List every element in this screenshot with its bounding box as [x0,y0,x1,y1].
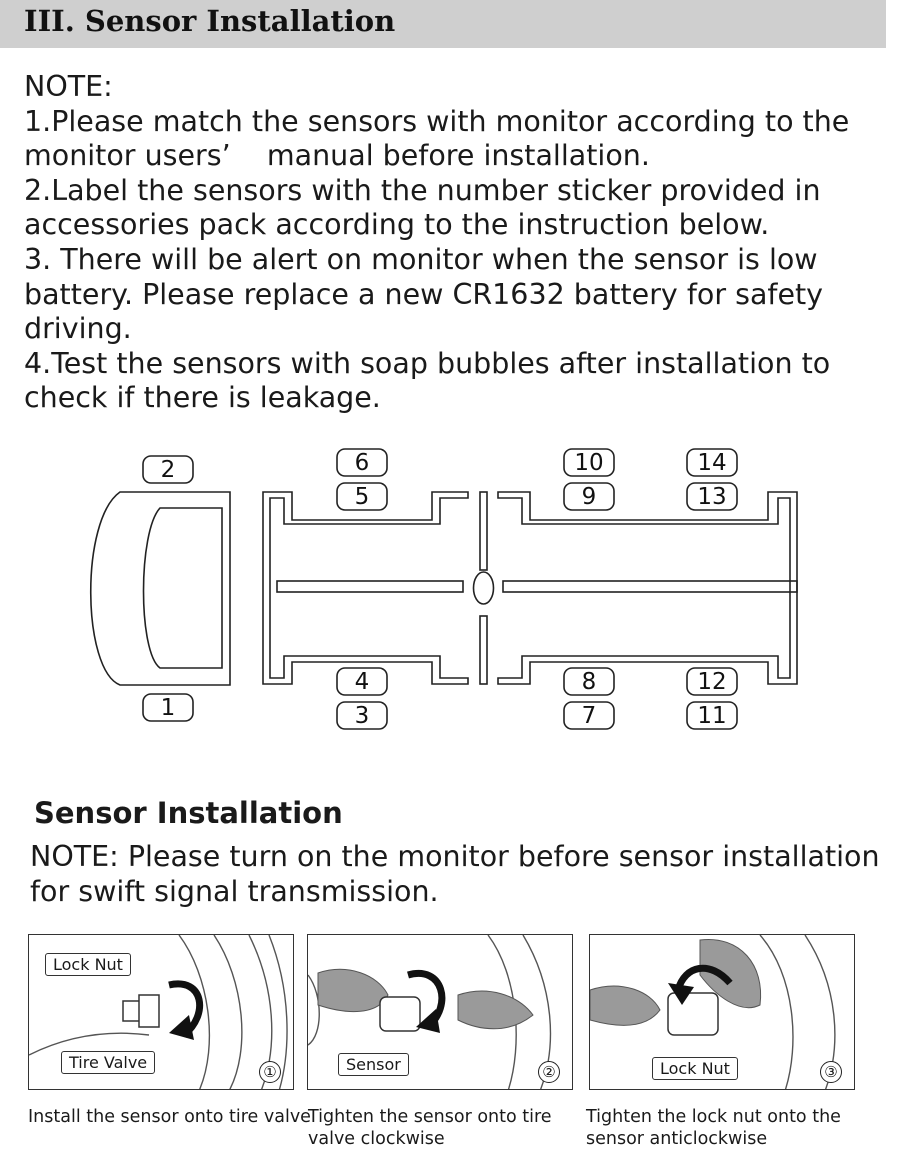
step-2-drawing [308,935,552,1089]
center-divider-top [479,491,488,571]
cab-outline [89,491,231,686]
axle-bar-right [502,580,798,593]
step-number-badge: ③ [820,1061,842,1083]
step-1-caption: Install the sensor onto tire valve [28,1106,311,1128]
cab-window [142,507,223,669]
note-line: 1.Please match the sensors with monitor … [24,104,850,138]
installation-title: Sensor Installation [34,796,343,830]
caption-line: valve clockwise [308,1129,445,1149]
step-3-illustration: Lock Nut ③ [589,934,855,1090]
sensor-label: Sensor [338,1053,409,1076]
tire-label-box-13 [686,482,738,511]
note-line: 2.Label the sensors with the number stic… [24,173,821,207]
trailer-frame-rear [497,491,798,685]
tire-label-box-3 [336,701,388,730]
tire-label-14: 14 [697,450,726,476]
note-line: NOTE: [24,70,113,103]
step-2-caption: Tighten the sensor onto tire valve clock… [308,1106,552,1150]
trailer-frame-front [262,491,469,685]
tire-label-5: 5 [355,484,370,510]
note-line: driving. [24,312,132,346]
step-1-illustration: Lock Nut Tire Valve ① [28,934,294,1090]
note-line: accessories pack according to the instru… [24,208,770,242]
tire-label-1: 1 [161,695,176,721]
tire-label-box-8 [563,667,615,696]
note-line: 4.Test the sensors with soap bubbles aft… [24,346,831,380]
step-3-caption: Tighten the lock nut onto the sensor ant… [586,1106,841,1150]
tire-label-box-10 [563,448,615,477]
step-2-illustration: Sensor ② [307,934,573,1090]
step-3-drawing [590,935,836,1089]
tire-label-box-2 [142,455,194,484]
tire-label-box-1 [142,693,194,722]
tire-label-7: 7 [582,703,597,729]
note-line: monitor users’ manual before installatio… [24,139,650,173]
tire-label-13: 13 [697,484,726,510]
tire-label-box-11 [686,701,738,730]
step-number-badge: ② [538,1061,560,1083]
page-title: III. Sensor Installation [24,4,396,38]
tire-label-4: 4 [355,669,370,695]
note-line: 3. There will be alert on monitor when t… [24,242,818,276]
caption-line: Tighten the sensor onto tire [308,1107,552,1127]
note-line: check if there is leakage. [24,381,381,415]
caption-line: Tighten the lock nut onto the [586,1107,841,1127]
installation-note-line: for swift signal transmission. [30,874,439,908]
center-divider-bottom [479,615,488,685]
step-number-badge: ① [259,1061,281,1083]
tire-label-6: 6 [355,450,370,476]
tire-label-12: 12 [697,669,726,695]
tire-label-box-4 [336,667,388,696]
tire-label-box-14 [686,448,738,477]
tire-label-box-6 [336,448,388,477]
tire-label-box-7 [563,701,615,730]
tire-valve-label: Tire Valve [61,1051,156,1074]
tire-label-box-5 [336,482,388,511]
axle-bar-left [276,580,464,593]
tire-label-2: 2 [161,457,176,483]
caption-line: sensor anticlockwise [586,1129,768,1149]
section-header-bar: III. Sensor Installation [0,0,886,48]
tire-label-8: 8 [582,669,597,695]
tire-label-10: 10 [574,450,603,476]
tire-label-box-9 [563,482,615,511]
caption-line: Install the sensor onto tire valve [28,1107,311,1127]
tire-label-9: 9 [582,484,597,510]
tire-label-box-12 [686,667,738,696]
installation-note: NOTE: Please turn on the monitor before … [30,840,880,909]
tire-label-3: 3 [355,703,370,729]
note-line: battery. Please replace a new CR1632 bat… [24,277,824,311]
lock-nut-label: Lock Nut [45,953,131,976]
notes-block: NOTE: 1.Please match the sensors with mo… [24,70,884,416]
tire-label-11: 11 [697,703,726,729]
center-coupling [472,571,495,605]
installation-note-line: NOTE: Please turn on the monitor before … [30,840,880,873]
lock-nut-label: Lock Nut [652,1057,738,1080]
